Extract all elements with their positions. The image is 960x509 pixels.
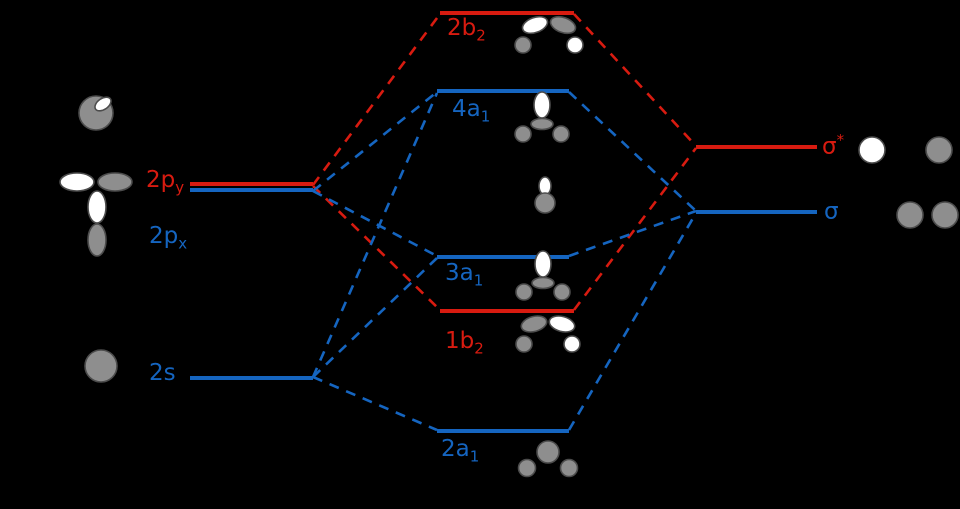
orbital-lobe [59, 172, 95, 192]
correlation-line-3a1-sigma [568, 209, 697, 258]
orbital-lobe [533, 91, 551, 119]
correlation-line-4a1-sigma [568, 91, 697, 212]
orbital-icon-4a1-antibonding [514, 91, 570, 143]
orbital-lobe [534, 192, 556, 214]
h-atom-orbital [566, 36, 584, 54]
h-atom-orbital [514, 125, 532, 143]
orbital-pictograms [59, 15, 959, 478]
orbital-lobe [548, 315, 576, 333]
h-atom-orbital [563, 335, 581, 353]
orbital-icon-2b2-antibonding [514, 15, 584, 54]
orbital-lobe [87, 190, 107, 224]
correlation-line-2p-1b2 [312, 185, 441, 311]
label-2b2: 2b2 [447, 15, 486, 45]
orbital-icon-sigma [896, 201, 959, 229]
correlation-lines [311, 13, 698, 432]
correlation-line-2p-4a1 [312, 90, 438, 193]
label-1b2: 1b2 [445, 328, 484, 358]
orbital-lobe [521, 15, 549, 35]
correlation-line-2s-4a1 [311, 92, 439, 378]
label-2s: 2s [149, 360, 176, 386]
orbital-icon-2a1-bonding [517, 440, 579, 478]
h-atom-orbital [553, 283, 571, 301]
orbital-icon-p-out-of-plane [78, 95, 114, 131]
h-atom-orbital [515, 335, 533, 353]
label-3a1: 3a1 [445, 260, 484, 290]
h-atom-orbital [515, 283, 533, 301]
h-atom-orbital [896, 201, 924, 229]
h-atom-orbital [858, 136, 886, 164]
correlation-line-2a1-sigma [567, 212, 698, 431]
orbital-icon-p-horizontal [59, 172, 133, 192]
correlation-line-2p-3a1 [312, 189, 438, 258]
h-atom-orbital [552, 125, 570, 143]
orbital-lobe [87, 223, 107, 257]
orbital-icon-sigma-star [858, 136, 953, 164]
correlation-line-2b2-sigmastar [573, 13, 697, 147]
label-4a1: 4a1 [452, 96, 491, 126]
orbital-lobe [97, 172, 133, 192]
correlation-line-2s-2a1 [312, 375, 438, 432]
orbital-icon-p-vertical [87, 190, 107, 257]
h-atom-orbital [517, 458, 537, 478]
orbital-icon-3a1-bonding [515, 250, 571, 301]
orbital-lobe [520, 315, 548, 333]
label-2a1: 2a1 [441, 436, 480, 466]
orbital-icon-2s [84, 349, 118, 383]
h-atom-orbital [925, 136, 953, 164]
orbital-icon-1b2-bonding [515, 315, 581, 353]
label-sigma: σ [824, 198, 839, 225]
orbital-lobe [549, 15, 577, 35]
label-2py: 2py [146, 167, 185, 197]
energy-levels [190, 11, 817, 433]
orbital-lobe [84, 349, 118, 383]
h-atom-orbital [931, 201, 959, 229]
orbital-lobe [536, 440, 560, 464]
orbital-lobe [534, 250, 552, 278]
h-atom-orbital [559, 458, 579, 478]
orbital-lobe [94, 96, 112, 112]
h-atom-orbital [514, 36, 532, 54]
orbital-lobe [530, 117, 554, 131]
correlation-line-2s-3a1 [312, 257, 438, 378]
correlation-line-2p-2b2 [311, 13, 442, 186]
label-2px: 2px [149, 223, 188, 253]
orbital-icon-1b1-nonbonding [534, 176, 556, 214]
orbital-lobe [531, 276, 555, 290]
correlation-line-1b2-sigmastar [572, 147, 698, 311]
label-sigma-star: σ* [822, 131, 845, 160]
